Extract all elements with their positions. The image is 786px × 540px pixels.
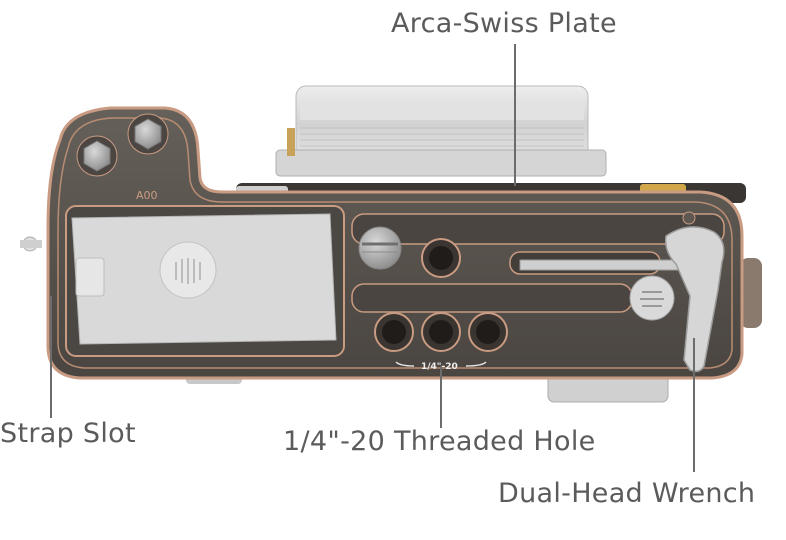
callout-dual-head-wrench: Dual-Head Wrench <box>498 478 756 509</box>
battery-door <box>65 205 345 357</box>
threaded-hole-3 <box>468 312 508 352</box>
callout-strap-slot: Strap Slot <box>0 418 136 449</box>
mount-screw <box>358 226 402 270</box>
hex-screw-left <box>76 135 118 177</box>
threaded-hole-1 <box>374 312 414 352</box>
threaded-hole-top <box>421 238 461 278</box>
thread-spec-engraving: 1/4"-20 <box>421 362 458 372</box>
callout-threaded-hole: 1/4"-20 Threaded Hole <box>283 426 596 457</box>
thread-spec-bracket <box>395 361 487 367</box>
model-engraving: A00 <box>136 189 158 202</box>
camera-lens <box>275 85 607 177</box>
hex-screw-right <box>127 113 169 155</box>
dual-head-wrench <box>519 211 725 373</box>
threaded-hole-2 <box>421 312 461 352</box>
callout-arca-swiss-plate: Arca-Swiss Plate <box>391 8 617 39</box>
